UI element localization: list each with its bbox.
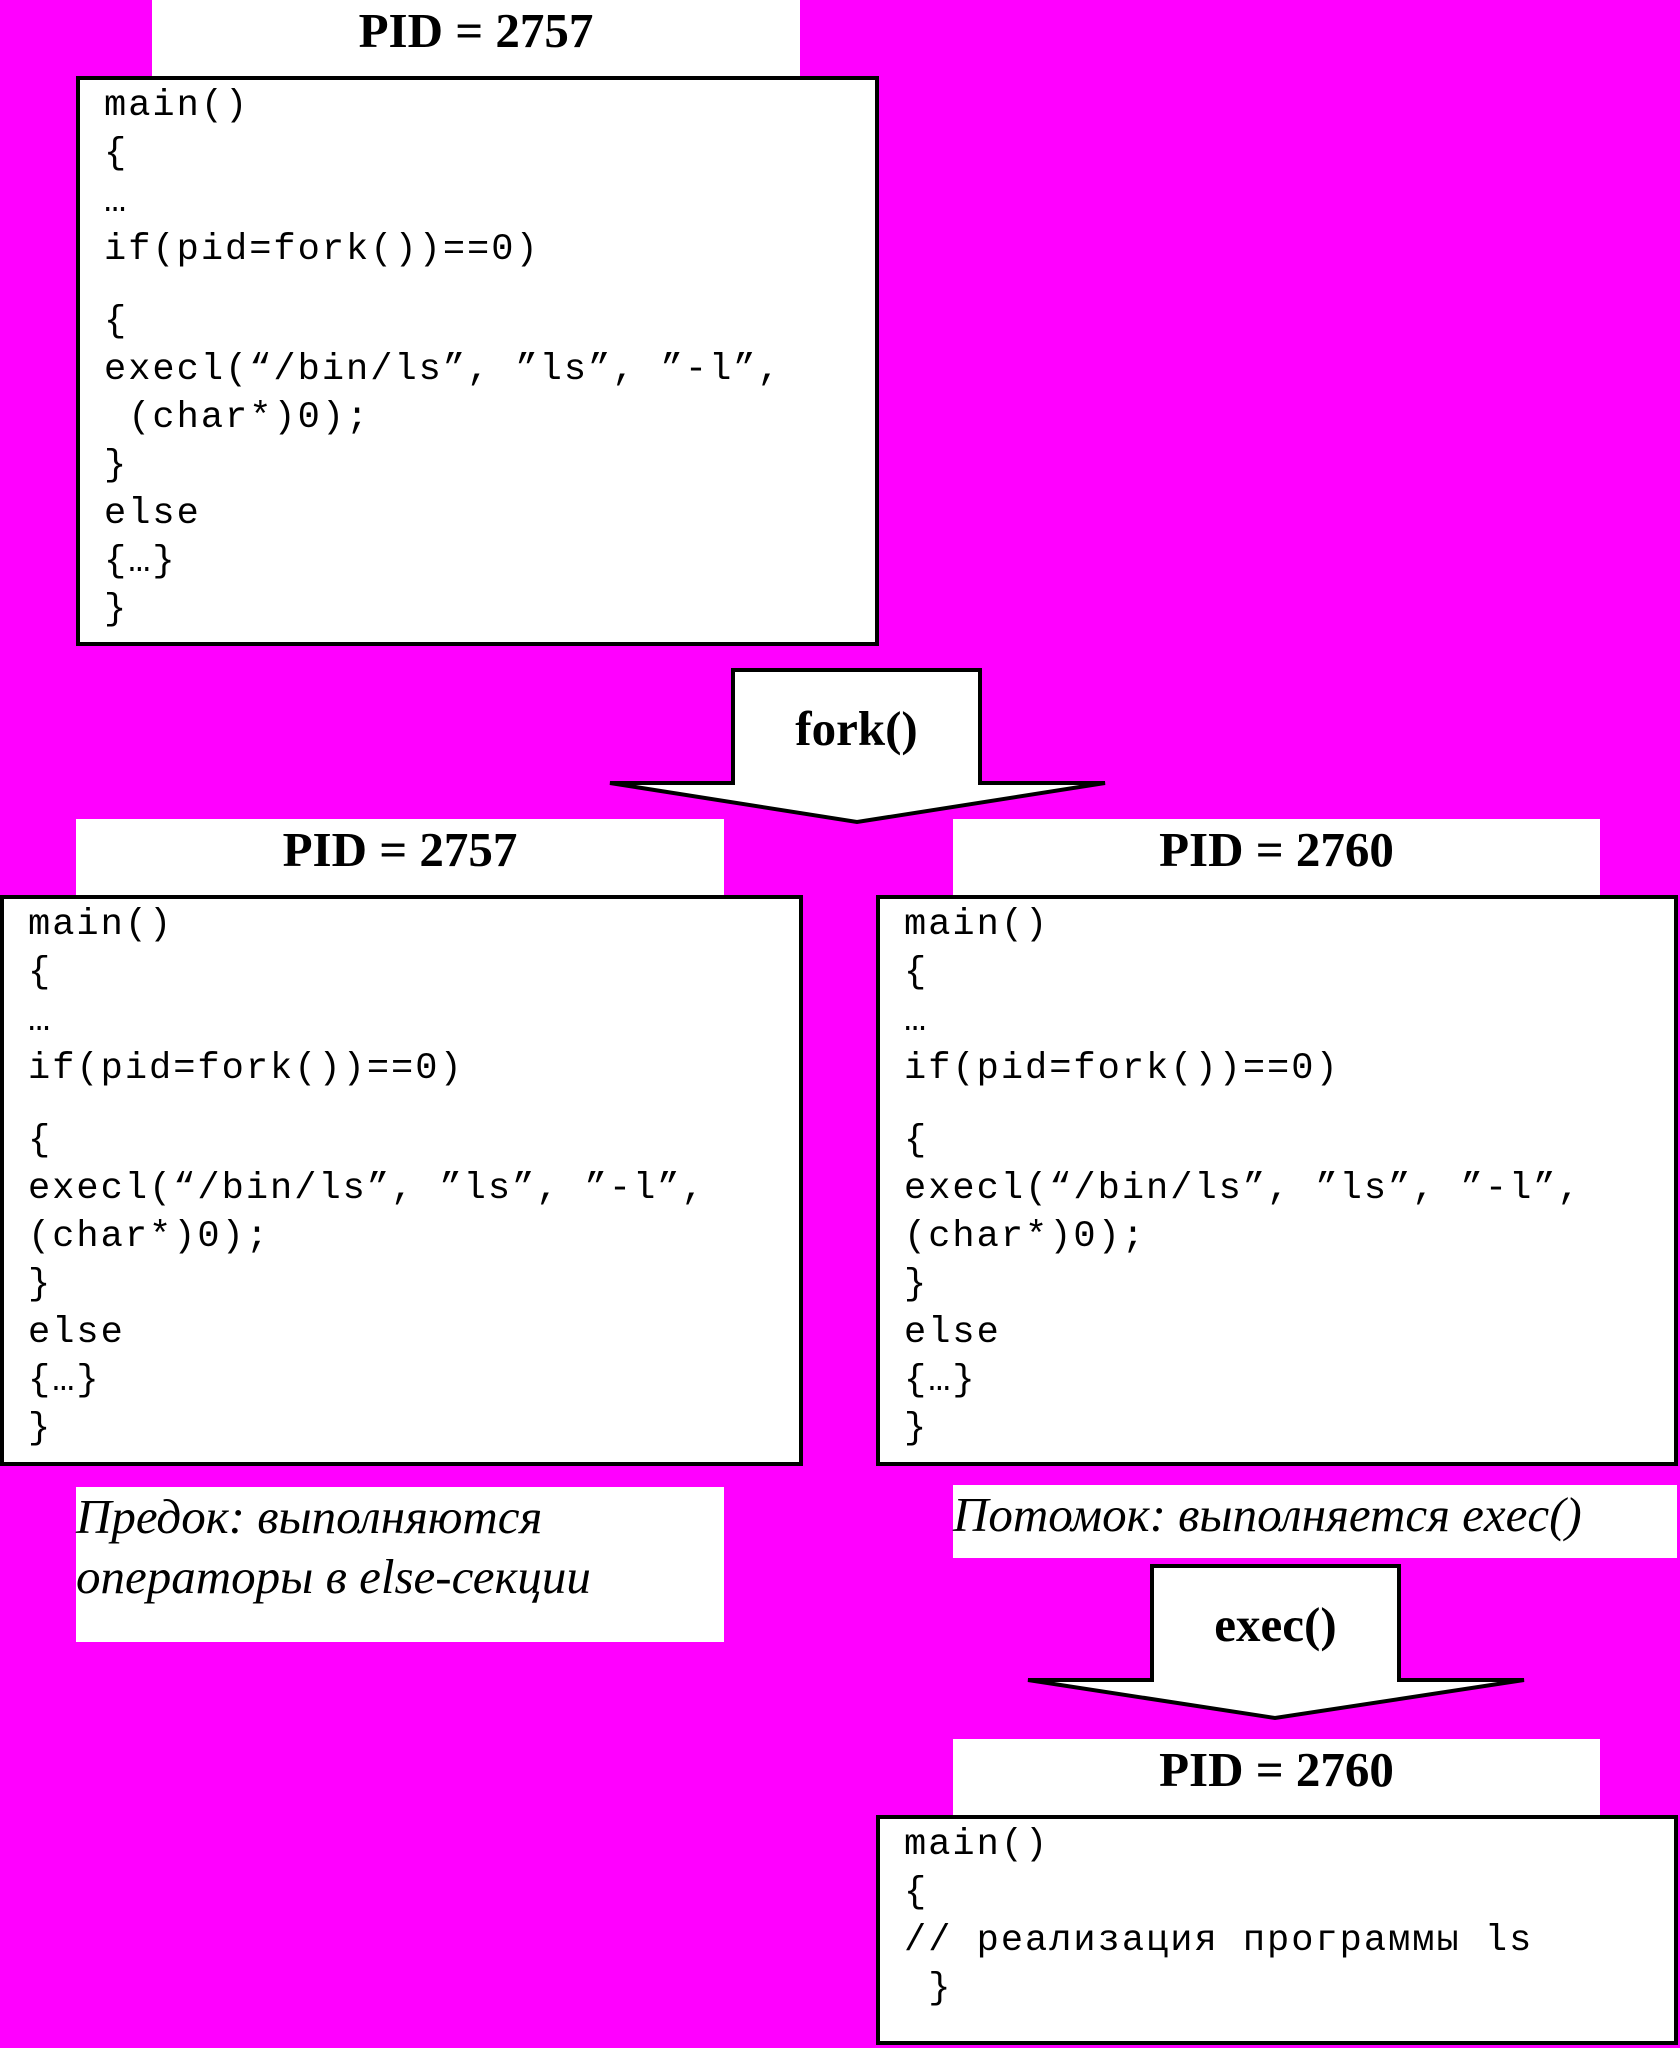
code-line: execl(“/bin/ls”, ”ls”, ”-l”, <box>104 349 782 391</box>
code-line: if(pid=fork())==0) <box>904 1048 1340 1090</box>
pid-label-parent-after: PID = 2757 <box>76 819 724 895</box>
code-box-child-exec: main() { // реализация программы ls } <box>876 1815 1678 2045</box>
caption-line: Потомок: выполняется exec() <box>953 1487 1582 1542</box>
code-line: { <box>28 952 53 994</box>
fork-arrow-label: fork() <box>795 701 918 756</box>
code-line: else <box>904 1312 1001 1354</box>
child-caption: Потомок: выполняется exec() <box>953 1485 1677 1558</box>
code-line: } <box>904 1408 929 1450</box>
code-box-parent-top: main() { … if(pid=fork())==0) { execl(“/… <box>76 76 879 646</box>
code-line: { <box>104 133 129 175</box>
code-line: execl(“/bin/ls”, ”ls”, ”-l”, <box>904 1168 1582 1210</box>
parent-caption: Предок: выполняются операторы в else-сек… <box>76 1487 724 1642</box>
code-line: {…} <box>904 1360 977 1402</box>
code-line: main() <box>904 1824 1050 1866</box>
code-line: } <box>28 1264 53 1306</box>
code-line: main() <box>904 904 1050 946</box>
code-line: else <box>28 1312 125 1354</box>
exec-arrow <box>1027 1564 1525 1721</box>
code-line: } <box>28 1408 53 1450</box>
code-line: (char*)0); <box>904 1216 1147 1258</box>
code-line: else <box>104 493 201 535</box>
code-line: } <box>904 1968 953 2010</box>
code-line: if(pid=fork())==0) <box>104 229 540 271</box>
code-line: … <box>104 181 129 223</box>
fork-arrow <box>609 668 1106 825</box>
code-box-parent-after: main() { … if(pid=fork())==0) { execl(“/… <box>0 895 803 1466</box>
code-line: main() <box>28 904 174 946</box>
code-line: if(pid=fork())==0) <box>28 1048 464 1090</box>
code-line: { <box>28 1120 53 1162</box>
code-line: (char*)0); <box>104 397 371 439</box>
code-line: { <box>904 952 929 994</box>
code-line: { <box>104 301 129 343</box>
pid-label-parent-top: PID = 2757 <box>152 0 800 76</box>
code-line: { <box>904 1120 929 1162</box>
code-line: {…} <box>104 541 177 583</box>
caption-line: Предок: выполняются <box>76 1489 543 1544</box>
pid-label-child-after: PID = 2760 <box>953 819 1600 895</box>
caption-line: операторы в else-секции <box>76 1549 591 1604</box>
code-line: … <box>904 1000 929 1042</box>
pid-label-child-exec: PID = 2760 <box>953 1739 1600 1815</box>
code-line: { <box>904 1872 929 1914</box>
code-line: } <box>104 445 129 487</box>
code-line: execl(“/bin/ls”, ”ls”, ”-l”, <box>28 1168 706 1210</box>
exec-arrow-label: exec() <box>1214 1597 1337 1652</box>
code-line: } <box>904 1264 929 1306</box>
code-line: (char*)0); <box>28 1216 271 1258</box>
code-line: main() <box>104 85 250 127</box>
code-line: } <box>104 589 129 631</box>
code-line: … <box>28 1000 53 1042</box>
code-line: // реализация программы ls <box>904 1920 1534 1962</box>
code-line: {…} <box>28 1360 101 1402</box>
code-box-child-after: main() { … if(pid=fork())==0) { execl(“/… <box>876 895 1678 1466</box>
